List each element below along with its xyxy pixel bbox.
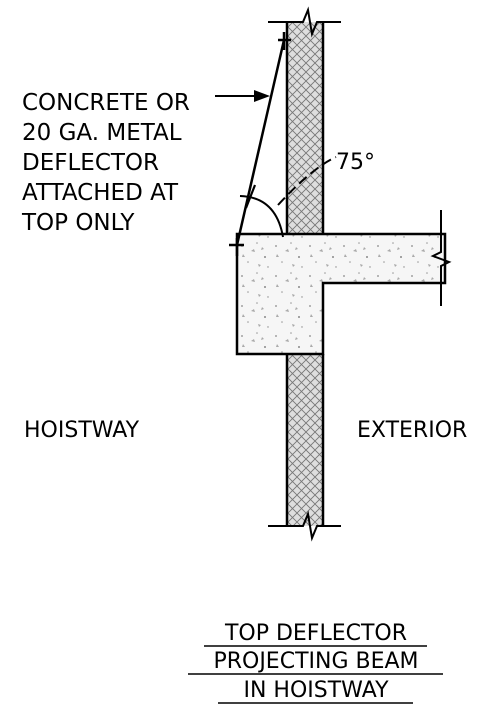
callout-line-4: ATTACHED AT xyxy=(22,180,179,206)
callout-leader xyxy=(215,90,270,102)
hoistway-label: HOISTWAY xyxy=(24,418,140,443)
detail-title: TOP DEFLECTOR PROJECTING BEAM IN HOISTWA… xyxy=(188,621,443,704)
lower-masonry-wall xyxy=(285,354,325,526)
exterior-label: EXTERIOR xyxy=(357,418,467,443)
angle-label: 75° xyxy=(336,150,375,175)
upper-masonry-wall xyxy=(285,22,325,234)
bottom-break-line xyxy=(268,510,341,542)
title-line-3: IN HOISTWAY xyxy=(243,678,389,703)
deflector xyxy=(229,32,291,256)
title-line-2: PROJECTING BEAM xyxy=(213,649,418,674)
title-line-1: TOP DEFLECTOR xyxy=(224,621,407,646)
angle-dimension xyxy=(239,156,337,238)
callout-line-2: 20 GA. METAL xyxy=(22,120,182,146)
callout-line-3: DEFLECTOR xyxy=(22,150,159,176)
beam-break-line xyxy=(430,210,452,306)
concrete-beam xyxy=(235,232,447,356)
callout-line-1: CONCRETE OR xyxy=(22,90,190,116)
callout-text: CONCRETE OR 20 GA. METAL DEFLECTOR ATTAC… xyxy=(21,90,190,236)
top-break-line xyxy=(268,6,341,38)
callout-line-5: TOP ONLY xyxy=(21,210,135,236)
